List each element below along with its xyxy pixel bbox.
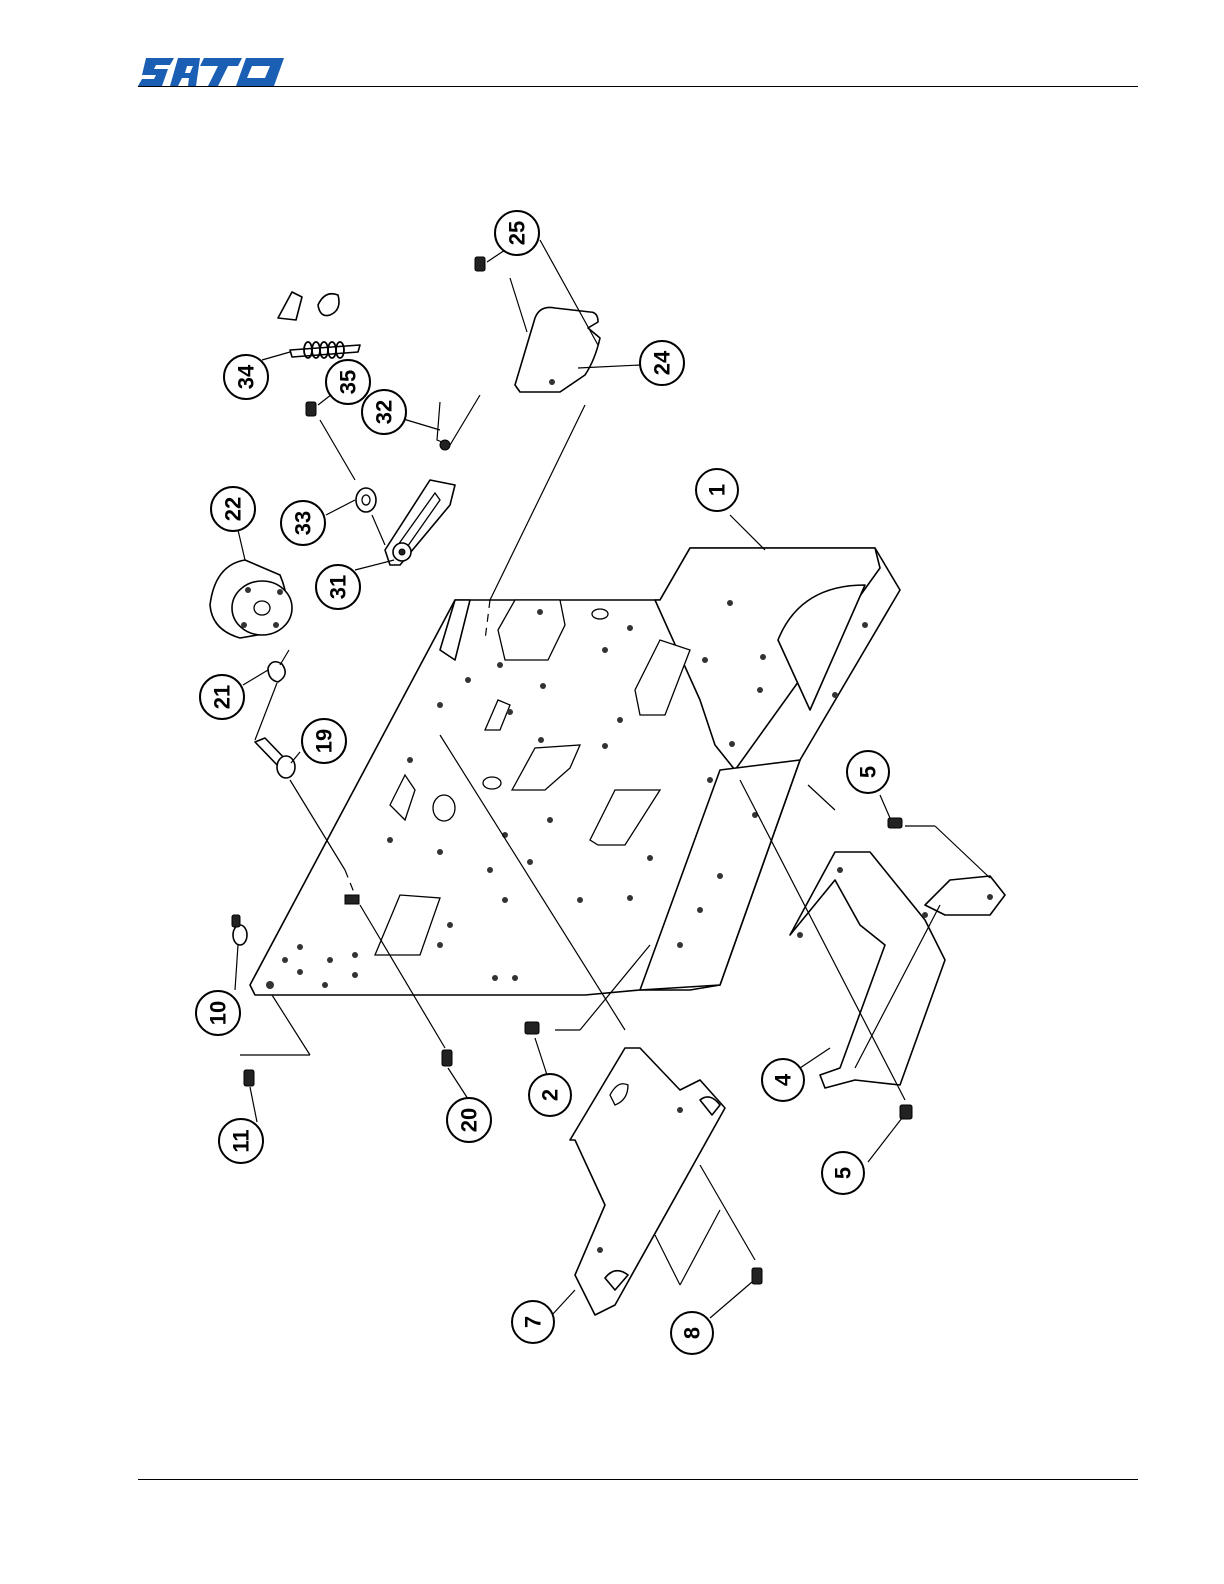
svg-text:22: 22 [221, 497, 246, 521]
svg-text:7: 7 [521, 1316, 546, 1328]
svg-text:20: 20 [457, 1108, 482, 1132]
screw-5a [888, 818, 902, 828]
callout-10: 10 [196, 991, 240, 1035]
screw-10 [232, 915, 247, 945]
screw-20 [442, 1050, 452, 1066]
svg-text:8: 8 [680, 1327, 705, 1339]
shaft-19 [255, 738, 295, 778]
callout-11: 11 [219, 1119, 263, 1163]
screw-2 [525, 1022, 539, 1034]
callout-19: 19 [302, 719, 346, 763]
callout-34: 34 [224, 355, 268, 399]
svg-text:5: 5 [831, 1167, 856, 1179]
svg-text:2: 2 [538, 1089, 563, 1101]
svg-text:5: 5 [856, 766, 881, 778]
callout-1: 1 [696, 469, 738, 511]
screw-5b [900, 1105, 912, 1119]
svg-text:32: 32 [372, 400, 397, 424]
bracket-7 [570, 1048, 725, 1315]
screw-35 [306, 402, 316, 416]
svg-text:25: 25 [505, 221, 530, 245]
callout-20: 20 [447, 1098, 491, 1142]
screw-8 [752, 1268, 762, 1284]
bushing-33 [356, 488, 376, 512]
cover-24 [515, 307, 600, 392]
callout-33: 33 [281, 501, 325, 545]
pulley-22 [210, 560, 292, 638]
svg-text:33: 33 [291, 511, 316, 535]
svg-text:31: 31 [326, 575, 351, 599]
callout-5b: 5 [822, 1152, 864, 1194]
screw-11 [244, 1070, 254, 1086]
callout-22: 22 [211, 487, 255, 531]
callout-21: 21 [200, 675, 244, 719]
callout-31: 31 [316, 565, 360, 609]
callout-32: 32 [362, 390, 406, 434]
svg-text:4: 4 [771, 1073, 796, 1086]
callout-5a: 5 [847, 751, 889, 793]
svg-text:11: 11 [229, 1129, 254, 1152]
spring-assembly-34 [278, 292, 360, 358]
base-plate [250, 548, 900, 995]
svg-text:24: 24 [650, 350, 675, 375]
callout-2: 2 [529, 1074, 571, 1116]
svg-text:34: 34 [234, 364, 259, 389]
svg-text:10: 10 [206, 1001, 231, 1025]
lever-31 [385, 480, 455, 565]
callout-25: 25 [495, 211, 539, 255]
spring-32 [437, 395, 480, 450]
callout-7: 7 [512, 1301, 554, 1343]
e-ring-21 [268, 662, 285, 682]
callout-35: 35 [326, 360, 370, 404]
callout-4: 4 [762, 1059, 804, 1101]
svg-text:35: 35 [336, 370, 361, 394]
callout-8: 8 [671, 1312, 713, 1354]
svg-text:21: 21 [210, 685, 235, 709]
callout-24: 24 [640, 341, 684, 385]
screw-25 [475, 257, 485, 271]
svg-text:1: 1 [705, 484, 730, 496]
svg-text:19: 19 [312, 729, 337, 753]
